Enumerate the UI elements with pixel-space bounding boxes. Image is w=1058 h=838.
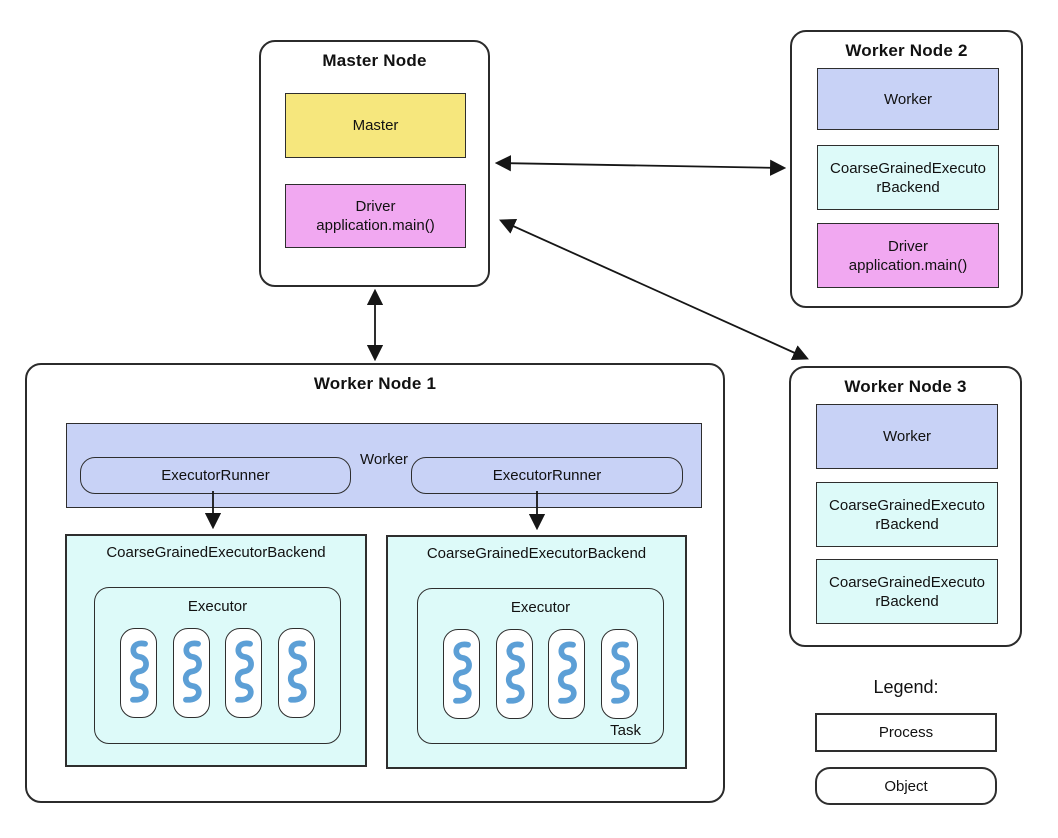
driver-process-box: Driver application.main() bbox=[817, 223, 999, 288]
backend-process-box: CoarseGrainedExecutorBackend bbox=[816, 482, 998, 547]
executor-label: Executor bbox=[510, 599, 571, 616]
task-squiggle-icon bbox=[452, 641, 472, 704]
task-object bbox=[496, 629, 533, 719]
backend-process-box: CoarseGrainedExecutorBackend Executor Ta… bbox=[386, 535, 687, 769]
task-object bbox=[225, 628, 262, 718]
backend-process-box: CoarseGrainedExecutorBackend bbox=[817, 145, 999, 210]
master-node: Master Node Master Driver application.ma… bbox=[259, 40, 490, 287]
task-squiggle-icon bbox=[129, 640, 149, 703]
backend-label: CoarseGrainedExecutorBackend bbox=[426, 545, 647, 562]
legend-process-box: Process bbox=[815, 713, 997, 752]
task-squiggle-icon bbox=[234, 640, 254, 703]
driver-process-box: Driver application.main() bbox=[285, 184, 466, 248]
executor-object-box: Executor Task bbox=[417, 588, 664, 744]
task-object bbox=[548, 629, 585, 719]
task-squiggle-icon bbox=[505, 641, 525, 704]
task-object bbox=[278, 628, 315, 718]
worker-node-1-title: Worker Node 1 bbox=[313, 374, 437, 393]
executor-object-box: Executor bbox=[94, 587, 341, 744]
executor-runner-object-box: ExecutorRunner bbox=[80, 457, 351, 494]
worker-process-box: Worker bbox=[816, 404, 998, 469]
master-node-title: Master Node bbox=[322, 51, 427, 70]
worker-process-box: Worker ExecutorRunner ExecutorRunner bbox=[66, 423, 702, 508]
task-squiggle-icon bbox=[610, 641, 630, 704]
worker-label: Worker bbox=[359, 451, 409, 468]
arrow-master-worker3 bbox=[499, 218, 809, 361]
task-object bbox=[601, 629, 638, 719]
worker-node-1: Worker Node 1 Worker ExecutorRunner Exec… bbox=[25, 363, 725, 803]
task-label: Task bbox=[610, 722, 641, 739]
task-squiggle-icon bbox=[557, 641, 577, 704]
legend-object-box: Object bbox=[815, 767, 997, 805]
backend-label: CoarseGrainedExecutorBackend bbox=[106, 544, 326, 561]
executor-runner-object-box: ExecutorRunner bbox=[411, 457, 683, 494]
backend-label: CoarseGrainedExecutorBackend bbox=[830, 159, 986, 196]
arrow-master-worker2 bbox=[494, 155, 787, 176]
task-object bbox=[443, 629, 480, 719]
executor-label: Executor bbox=[187, 598, 248, 615]
legend-title: Legend: bbox=[873, 677, 939, 697]
worker-node-2: Worker Node 2 Worker CoarseGrainedExecut… bbox=[790, 30, 1023, 308]
task-object bbox=[120, 628, 157, 718]
worker-node-2-title: Worker Node 2 bbox=[845, 41, 968, 60]
backend-process-box: CoarseGrainedExecutorBackend bbox=[816, 559, 998, 624]
worker-node-3-title: Worker Node 3 bbox=[844, 377, 967, 396]
task-object bbox=[173, 628, 210, 718]
backend-label: CoarseGrainedExecutorBackend bbox=[829, 573, 985, 610]
backend-label: CoarseGrainedExecutorBackend bbox=[829, 496, 985, 533]
backend-process-box: CoarseGrainedExecutorBackend Executor bbox=[65, 534, 367, 767]
worker-process-box: Worker bbox=[817, 68, 999, 130]
task-squiggle-icon bbox=[287, 640, 307, 703]
master-process-box: Master bbox=[285, 93, 466, 158]
worker-node-3: Worker Node 3 Worker CoarseGrainedExecut… bbox=[789, 366, 1022, 647]
task-squiggle-icon bbox=[182, 640, 202, 703]
